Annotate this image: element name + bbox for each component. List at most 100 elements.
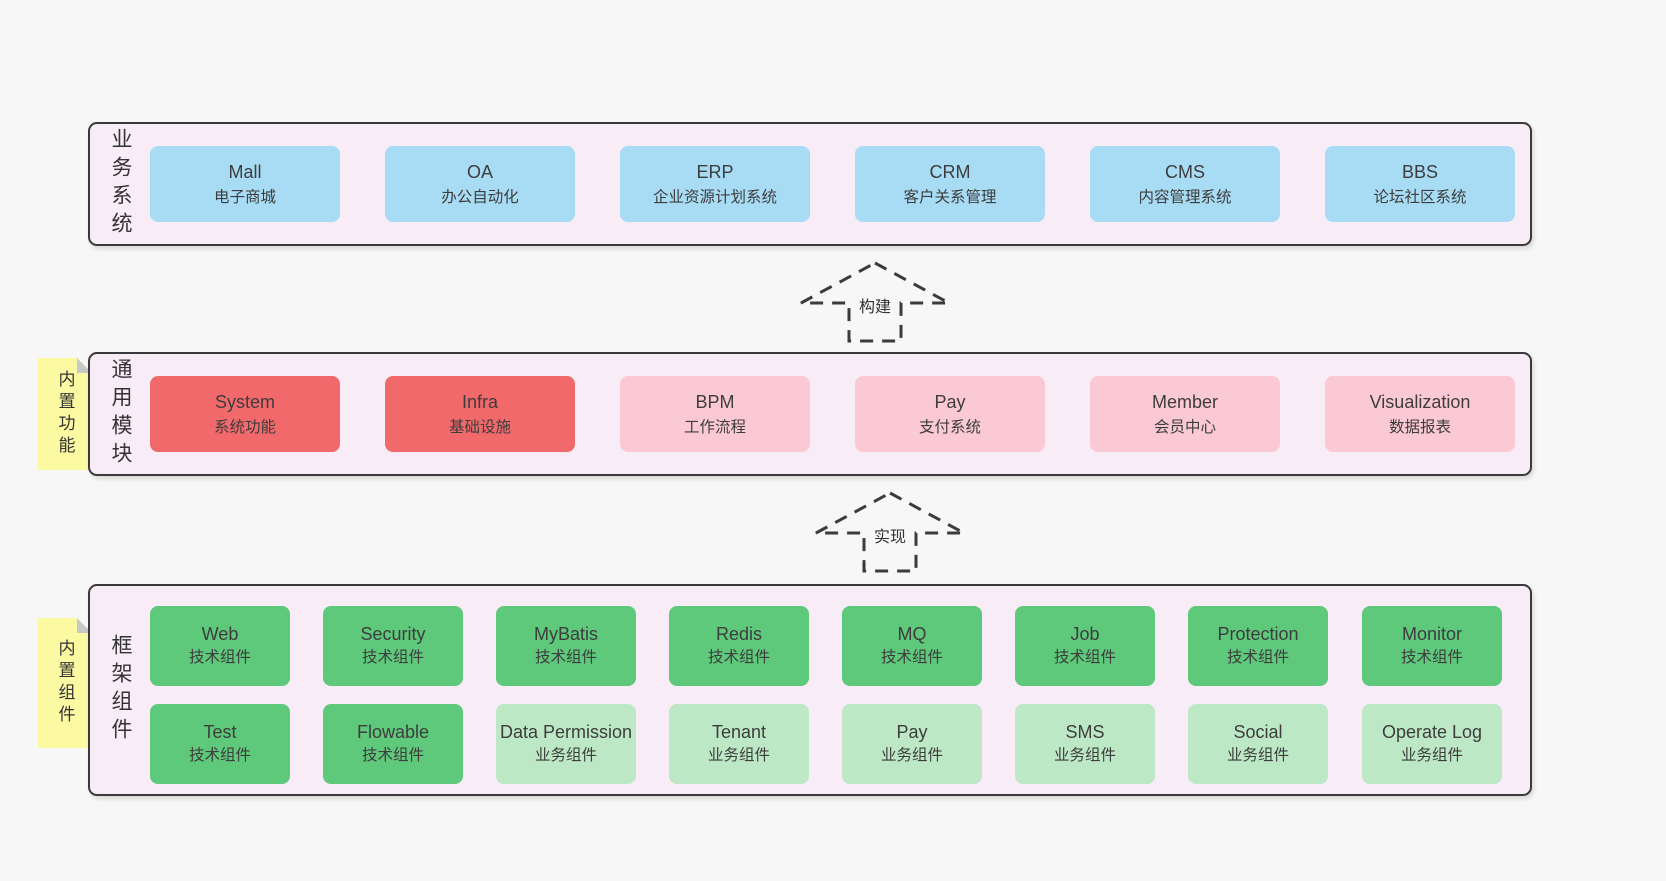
box-title: Pay bbox=[934, 391, 966, 412]
box-subtitle: 技术组件 bbox=[361, 649, 424, 666]
arrow-label-build: 构建 bbox=[855, 296, 895, 320]
box-title: SMS bbox=[1065, 722, 1105, 742]
box-bpm: BPM 工作流程 bbox=[620, 376, 810, 452]
box-redis: Redis 技术组件 bbox=[669, 606, 809, 686]
arrow-build: 构建 bbox=[797, 260, 953, 344]
band-framework-components: 框架组件 Web 技术组件 Security 技术组件 MyBatis 技术组件… bbox=[88, 584, 1532, 796]
box-title: BBS bbox=[1401, 161, 1439, 182]
box-subtitle: 业务组件 bbox=[1226, 747, 1289, 764]
box-subtitle: 业务组件 bbox=[534, 747, 597, 764]
box-subtitle: 技术组件 bbox=[1226, 649, 1289, 666]
box-subtitle: 技术组件 bbox=[188, 649, 251, 666]
box-title: Data Permission bbox=[499, 722, 633, 742]
box-erp: ERP 企业资源计划系统 bbox=[620, 146, 810, 222]
box-tenant: Tenant 业务组件 bbox=[669, 704, 809, 784]
band-label-common-modules: 通用模块 bbox=[109, 358, 132, 470]
box-cms: CMS 内容管理系统 bbox=[1090, 146, 1280, 222]
up-arrow-icon bbox=[800, 261, 950, 343]
box-pay-component: Pay 业务组件 bbox=[842, 704, 982, 784]
sticky-note-text: 内置功能 bbox=[55, 370, 75, 458]
box-operate-log: Operate Log 业务组件 bbox=[1362, 704, 1502, 784]
box-subtitle: 工作流程 bbox=[683, 418, 746, 436]
box-pay-system: Pay 支付系统 bbox=[855, 376, 1045, 452]
box-subtitle: 电子商城 bbox=[213, 188, 276, 206]
box-web: Web 技术组件 bbox=[150, 606, 290, 686]
box-social: Social 业务组件 bbox=[1188, 704, 1328, 784]
box-subtitle: 数据报表 bbox=[1388, 418, 1451, 436]
box-title: Visualization bbox=[1369, 391, 1471, 412]
box-title: Flowable bbox=[356, 722, 430, 742]
box-subtitle: 支付系统 bbox=[918, 418, 981, 436]
box-title: CMS bbox=[1165, 161, 1205, 182]
box-mall: Mall 电子商城 bbox=[150, 146, 340, 222]
box-subtitle: 内容管理系统 bbox=[1138, 188, 1232, 206]
box-subtitle: 论坛社区系统 bbox=[1373, 188, 1467, 206]
box-visualization: Visualization 数据报表 bbox=[1325, 376, 1515, 452]
band-label-business-systems: 业务系统 bbox=[109, 128, 132, 240]
box-mq: MQ 技术组件 bbox=[842, 606, 982, 686]
sticky-note-text: 内置组件 bbox=[55, 639, 75, 727]
box-protection: Protection 技术组件 bbox=[1188, 606, 1328, 686]
box-subtitle: 客户关系管理 bbox=[903, 188, 997, 206]
box-crm: CRM 客户关系管理 bbox=[855, 146, 1045, 222]
box-title: BPM bbox=[695, 391, 735, 412]
box-title: Monitor bbox=[1401, 624, 1463, 644]
box-subtitle: 企业资源计划系统 bbox=[652, 188, 777, 206]
sticky-note-built-in-components: 内置组件 bbox=[38, 618, 92, 748]
band-label-framework-components: 框架组件 bbox=[109, 634, 132, 746]
box-title: OA bbox=[466, 161, 493, 182]
box-flowable: Flowable 技术组件 bbox=[323, 704, 463, 784]
box-subtitle: 技术组件 bbox=[707, 649, 770, 666]
box-subtitle: 业务组件 bbox=[707, 747, 770, 764]
box-title: System bbox=[214, 391, 275, 412]
box-subtitle: 技术组件 bbox=[534, 649, 597, 666]
box-title: Redis bbox=[715, 624, 763, 644]
band-common-modules: 通用模块 System 系统功能 Infra 基础设施 BPM 工作流程 Pay… bbox=[88, 352, 1532, 476]
box-member: Member 会员中心 bbox=[1090, 376, 1280, 452]
box-subtitle: 技术组件 bbox=[1053, 649, 1116, 666]
box-subtitle: 办公自动化 bbox=[441, 188, 519, 206]
box-title: MQ bbox=[897, 624, 927, 644]
box-title: Operate Log bbox=[1381, 722, 1483, 742]
box-title: MyBatis bbox=[533, 624, 598, 644]
box-mybatis: MyBatis 技术组件 bbox=[496, 606, 636, 686]
box-title: Job bbox=[1070, 624, 1100, 644]
box-job: Job 技术组件 bbox=[1015, 606, 1155, 686]
box-title: Security bbox=[360, 624, 426, 644]
box-bbs: BBS 论坛社区系统 bbox=[1325, 146, 1515, 222]
box-system: System 系统功能 bbox=[150, 376, 340, 452]
box-security: Security 技术组件 bbox=[323, 606, 463, 686]
box-oa: OA 办公自动化 bbox=[385, 146, 575, 222]
sticky-note-built-in-features: 内置功能 bbox=[38, 358, 92, 470]
box-title: Tenant bbox=[711, 722, 767, 742]
box-subtitle: 基础设施 bbox=[448, 418, 511, 436]
arrow-label-implement: 实现 bbox=[870, 526, 910, 550]
box-subtitle: 会员中心 bbox=[1153, 418, 1216, 436]
up-arrow-icon bbox=[815, 491, 965, 573]
box-subtitle: 业务组件 bbox=[1053, 747, 1116, 764]
box-title: CRM bbox=[929, 161, 971, 182]
box-title: Social bbox=[1233, 722, 1283, 742]
box-title: Protection bbox=[1217, 624, 1299, 644]
box-title: Test bbox=[203, 722, 237, 742]
box-title: Pay bbox=[896, 722, 928, 742]
box-data-permission: Data Permission 业务组件 bbox=[496, 704, 636, 784]
box-title: Mall bbox=[228, 161, 262, 182]
band-business-systems: 业务系统 Mall 电子商城 OA 办公自动化 ERP 企业资源计划系统 CRM… bbox=[88, 122, 1532, 246]
box-sms: SMS 业务组件 bbox=[1015, 704, 1155, 784]
box-monitor: Monitor 技术组件 bbox=[1362, 606, 1502, 686]
box-subtitle: 技术组件 bbox=[188, 747, 251, 764]
box-subtitle: 技术组件 bbox=[880, 649, 943, 666]
box-subtitle: 系统功能 bbox=[213, 418, 276, 436]
box-title: Member bbox=[1151, 391, 1218, 412]
box-title: Infra bbox=[461, 391, 499, 412]
box-title: ERP bbox=[696, 161, 734, 182]
box-subtitle: 技术组件 bbox=[1400, 649, 1463, 666]
box-title: Web bbox=[201, 624, 239, 644]
box-subtitle: 业务组件 bbox=[1400, 747, 1463, 764]
box-subtitle: 技术组件 bbox=[361, 747, 424, 764]
box-test: Test 技术组件 bbox=[150, 704, 290, 784]
box-subtitle: 业务组件 bbox=[880, 747, 943, 764]
arrow-implement: 实现 bbox=[812, 490, 968, 576]
